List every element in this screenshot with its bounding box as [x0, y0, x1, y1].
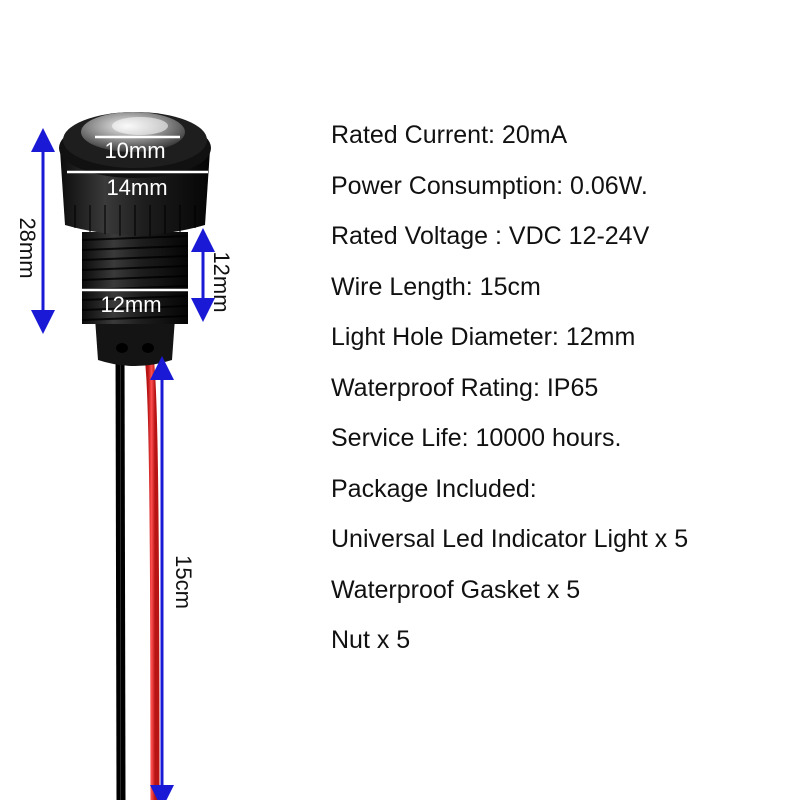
- dim-label-thread-height: 12mm: [209, 251, 234, 312]
- dimension-arrows: [31, 128, 215, 800]
- lens: [81, 112, 185, 152]
- spec-package-included: Package Included:: [331, 474, 537, 503]
- dim-label-total-height: 28mm: [15, 217, 40, 278]
- wire-black: [115, 344, 126, 800]
- spec-list: Rated Current: 20mA Power Consumption: 0…: [331, 110, 688, 666]
- dim-label-top-lens: 10mm: [104, 138, 165, 163]
- wire-red: [143, 344, 160, 800]
- spec-power-consumption: Power Consumption: 0.06W.: [331, 171, 648, 200]
- spec-waterproof-rating: Waterproof Rating: IP65: [331, 373, 599, 402]
- spec-light-hole-diameter: Light Hole Diameter: 12mm: [331, 323, 636, 351]
- rear-connector: [95, 318, 175, 366]
- dim-label-thread-width: 12mm: [100, 292, 161, 317]
- threaded-body: [81, 232, 189, 324]
- spec-rated-current: Rated Current: 20mA: [331, 121, 568, 149]
- dimension-lines: [67, 135, 208, 292]
- spec-package-item-nut: Nut x 5: [331, 626, 411, 654]
- spec-wire-length: Wire Length: 15cm: [331, 272, 541, 301]
- led-indicator-figure: 10mm 14mm 12mm 28mm 12mm 15cm: [15, 112, 234, 800]
- dim-label-wire-length: 15cm: [171, 555, 196, 609]
- spec-rated-voltage: Rated Voltage : VDC 12-24V: [331, 222, 650, 250]
- spec-package-item-light: Universal Led Indicator Light x 5: [331, 525, 689, 553]
- dim-label-head-width: 14mm: [106, 175, 167, 200]
- spec-package-item-gasket: Waterproof Gasket x 5: [331, 575, 581, 604]
- spec-service-life: Service Life: 10000 hours.: [331, 424, 622, 452]
